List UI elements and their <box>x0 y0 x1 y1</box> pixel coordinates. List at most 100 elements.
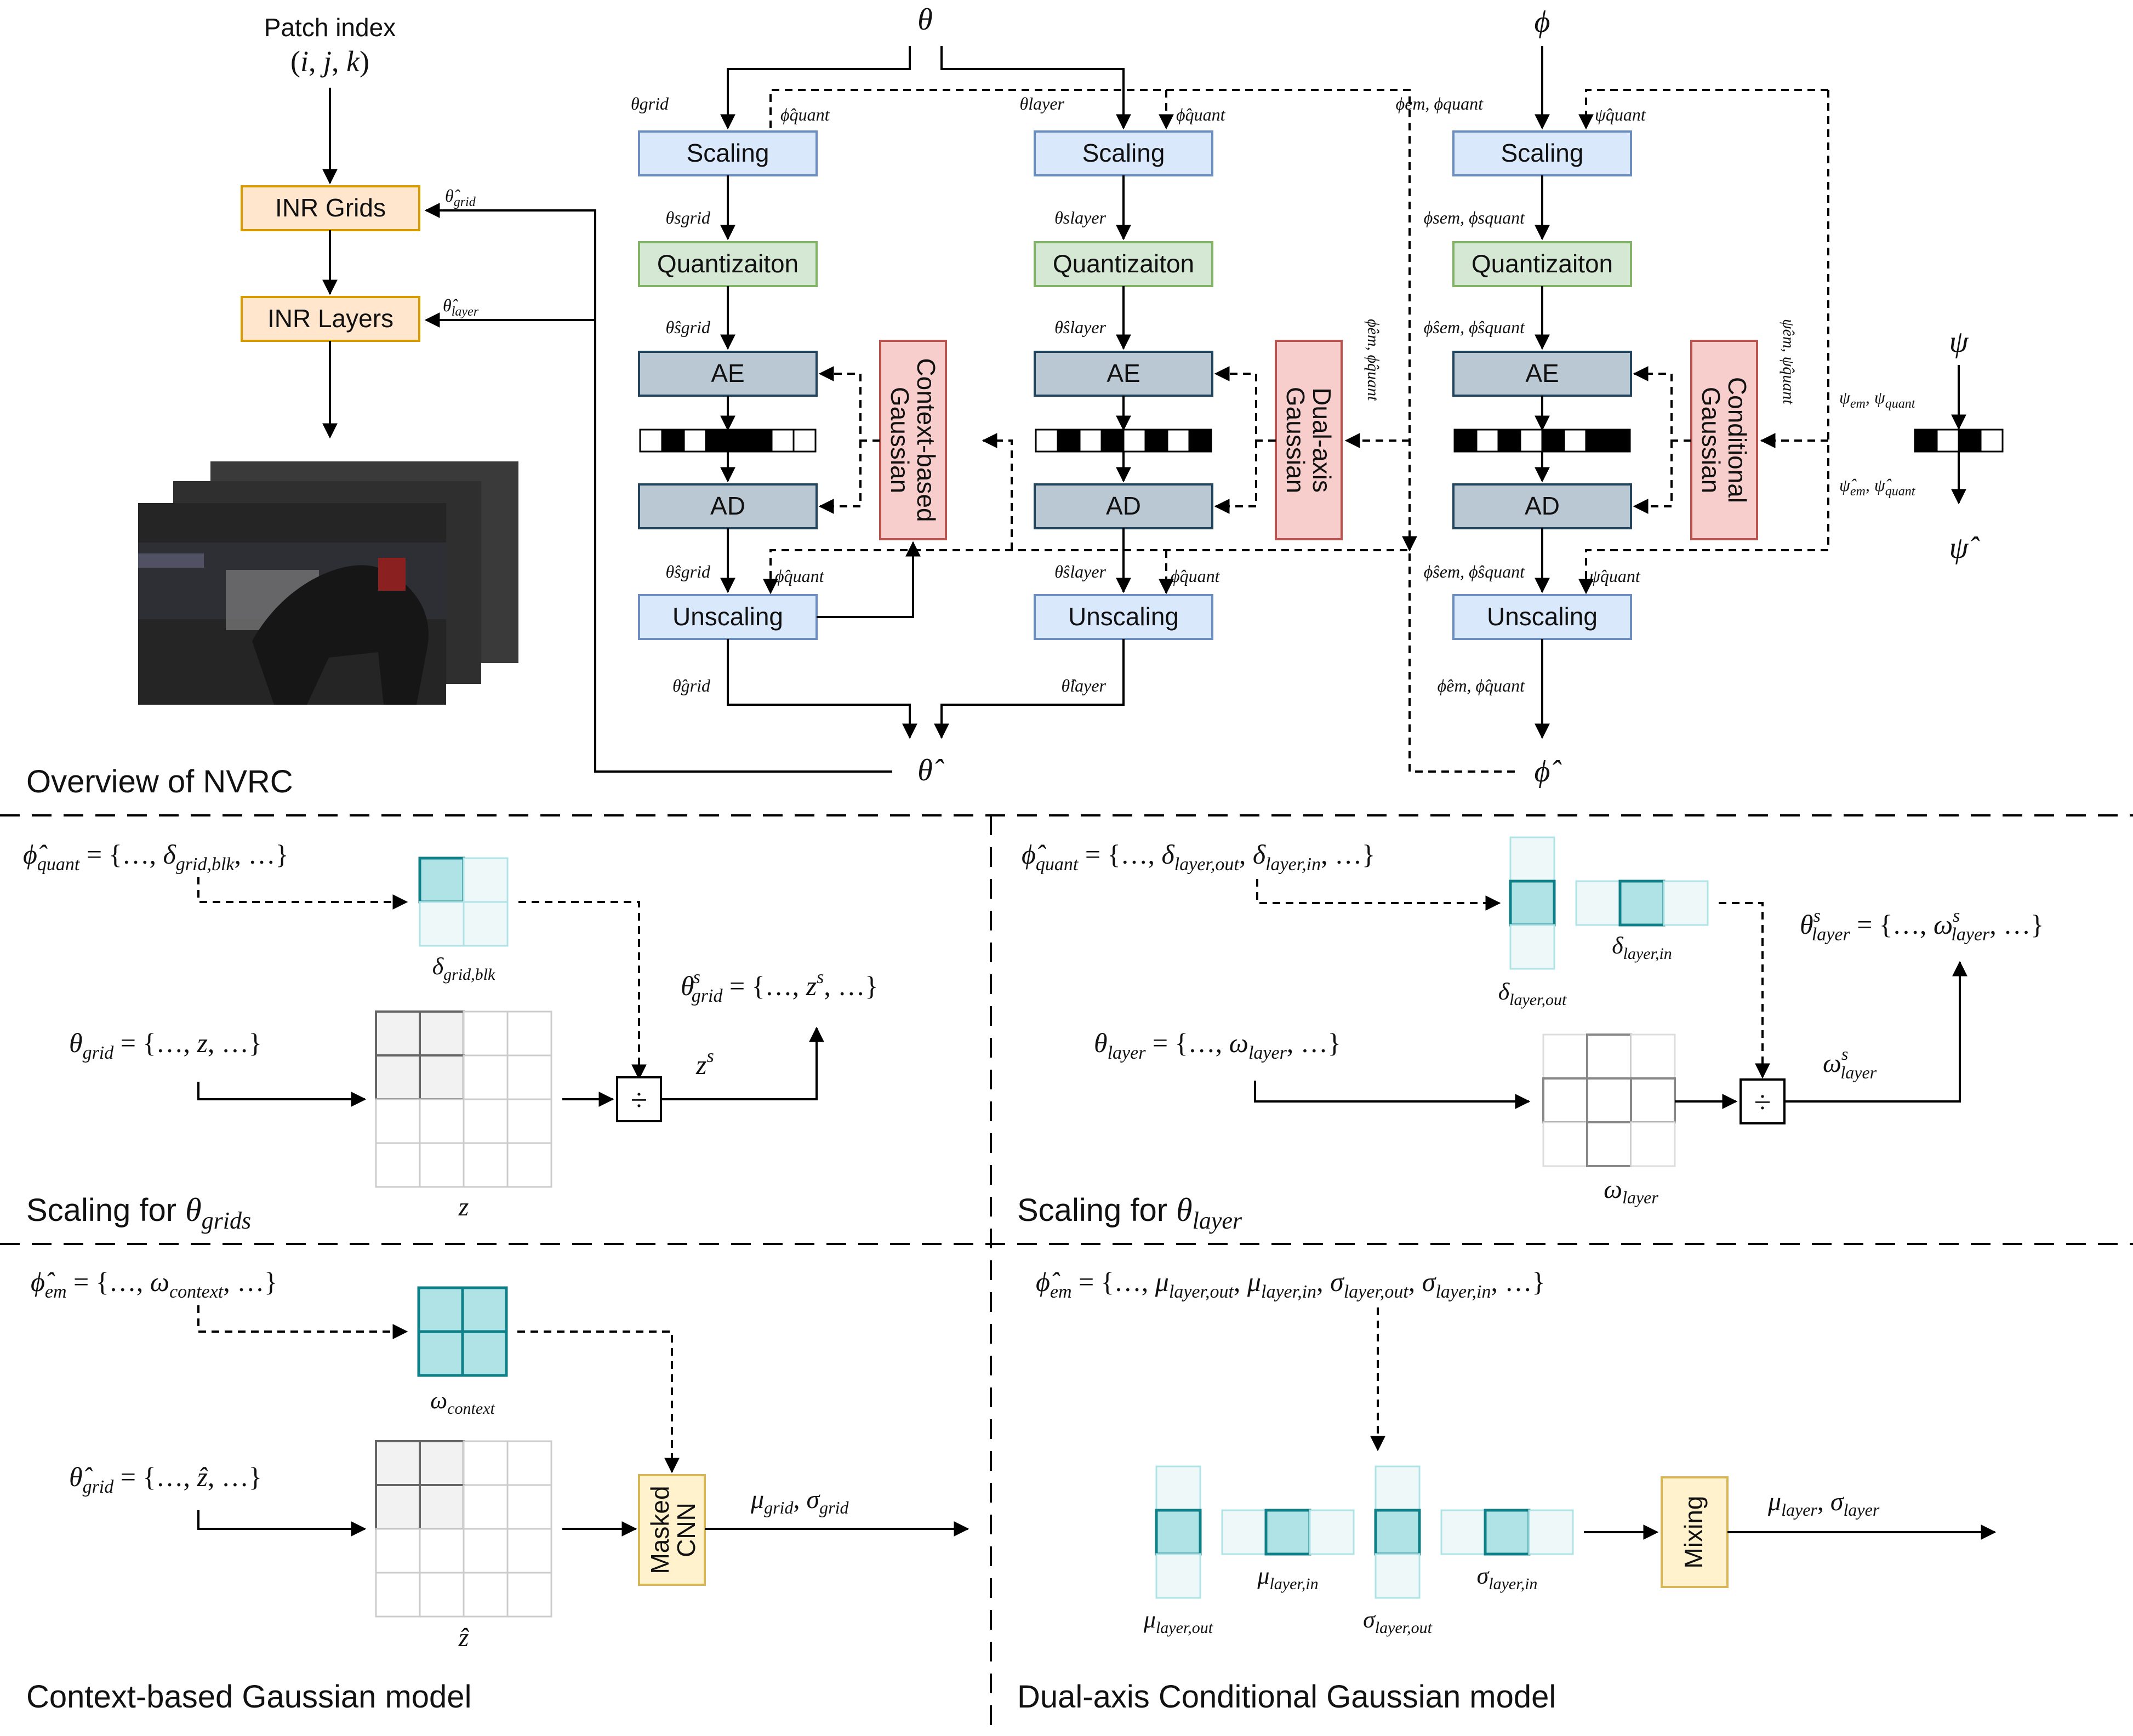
cg-theta-to-grid <box>197 1510 367 1537</box>
bitstream-cell <box>1166 429 1190 453</box>
grid-cell <box>506 1440 552 1486</box>
grid-cell <box>375 1528 421 1574</box>
ad-box <box>638 483 818 529</box>
sl-theta-def: θlayer = {…, ωlayer, …} <box>1094 1027 1341 1063</box>
unscale-side-label: ϕ̂quant <box>1171 566 1221 586</box>
bitstream-cell <box>705 429 729 453</box>
unscaling-box-label: Unscaling <box>1068 602 1179 631</box>
sl-theta-to-grid <box>1254 1081 1531 1109</box>
dg-sigma-out-grid <box>1374 1465 1421 1599</box>
dual-axis-gaussian-panel: ϕ̂em = {…, μlayer,out, μlayer,in, σlayer… <box>1017 1266 1997 1715</box>
grid-cell <box>506 1098 552 1144</box>
pipeline-column-1: ScalingQuantizaitonAEADUnscalingContext-… <box>631 94 947 695</box>
gaussian-box <box>879 340 947 540</box>
dg-mixing-label: Mixing <box>1679 1496 1708 1569</box>
sg-delta-feed <box>197 877 408 910</box>
bitstream-cell <box>661 429 685 453</box>
gauss-to-ae <box>1214 366 1276 442</box>
cg-theta-def: θ̂grid = {…, ẑ, …} <box>69 1461 262 1497</box>
sl-omega-label: ωlayer <box>1604 1175 1658 1207</box>
gauss-to-ad <box>1214 441 1257 514</box>
psi-bit-strip <box>1914 429 2004 453</box>
quantization-box-label: Quantizaiton <box>1472 249 1613 278</box>
grid-cell <box>506 1054 552 1100</box>
dg-mu-in-label: μlayer,in <box>1257 1562 1318 1593</box>
sl-phi-quant-def: ϕ̂quant = {…, δlayer,out, δlayer,in, …} <box>1022 839 1375 875</box>
theta-split-right <box>940 46 1131 130</box>
gaussian-box <box>1690 340 1758 540</box>
bitstream-cell <box>1188 429 1212 453</box>
grid-cell <box>375 1010 421 1057</box>
layer-out-merge <box>934 639 1125 739</box>
grid-cell <box>1586 1077 1632 1123</box>
ad-box <box>1034 483 1213 529</box>
bitstream-cell <box>792 429 817 453</box>
sg-div-out <box>661 1026 824 1100</box>
theta-hat-grid-label: θ̂grid <box>445 186 476 209</box>
video-frames-image <box>138 461 518 705</box>
grid-cell <box>506 1572 552 1618</box>
hat-s-label-2: ϕ̂sem, ϕ̂squant <box>1424 562 1525 581</box>
bitstream-cell <box>727 429 751 453</box>
cg-output: μgrid, σgrid <box>750 1485 849 1517</box>
sg-delta-to-div <box>518 901 647 1080</box>
grid-cell <box>375 1098 421 1144</box>
gauss-to-ad <box>1633 441 1673 514</box>
cg-masked-cnn-label: MaskedCNN <box>646 1486 700 1574</box>
cg-title: Context-based Gaussian model <box>26 1679 471 1715</box>
gauss-to-ad <box>818 441 862 514</box>
s-label: θslayer <box>1054 208 1106 227</box>
unscaling-box-label: Unscaling <box>672 602 783 631</box>
grid-cell <box>419 1484 465 1530</box>
hat-s-label: θ̂slayer <box>1054 317 1106 337</box>
sl-title: Scaling for θlayer <box>1017 1192 1242 1234</box>
bitstream-cell <box>1497 429 1521 453</box>
scaling-box <box>1452 130 1632 176</box>
grid-cell <box>375 1440 421 1486</box>
bitstream-cell <box>1144 429 1168 453</box>
grid-cell <box>419 1142 465 1188</box>
ae-box <box>1034 351 1213 397</box>
s-label: θsgrid <box>665 208 711 227</box>
pipeline-columns: ScalingQuantizaitonAEADUnscalingContext-… <box>631 94 1798 695</box>
dg-output: μlayer, σlayer <box>1767 1487 1880 1520</box>
overview-left: Patch index (i, j, k) INR Grids INR Laye… <box>138 13 892 773</box>
unscaling-box <box>1034 594 1213 640</box>
dg-mu-in-grid <box>1221 1509 1355 1556</box>
grid-cell <box>1542 1121 1588 1167</box>
grid-cell <box>506 1142 552 1188</box>
phi-em-to-gauss1 <box>982 433 1013 550</box>
hat-s-label-2: θ̂sgrid <box>665 562 711 581</box>
sl-delta-feed <box>1256 879 1501 911</box>
gauss-to-ae <box>818 366 880 442</box>
cg-zhat-label: ẑ <box>458 1623 469 1652</box>
unscale-to-context-gauss <box>817 541 921 618</box>
grid-cell <box>463 1142 509 1188</box>
bitstream-cell <box>1475 429 1499 453</box>
ae-box-label: AE <box>1525 359 1559 387</box>
grid-out-merge <box>727 639 917 739</box>
sl-delta-in-grid <box>1575 880 1709 927</box>
cg-phi-em-def: ϕ̂em = {…, ωcontext, …} <box>31 1266 277 1302</box>
ae-box <box>1452 351 1632 397</box>
sg-delta-grid <box>418 856 509 947</box>
grid-cell <box>1630 1121 1676 1167</box>
grid-cell <box>463 1010 509 1057</box>
theta-hat-return-line <box>424 203 892 773</box>
psi-hat-label: ψ̂ <box>1949 531 1980 565</box>
in-label: θlayer <box>1020 94 1065 113</box>
sl-delta-to-div <box>1719 902 1770 1079</box>
psi-hat-feed <box>1578 549 1828 595</box>
hat-s-label: θ̂sgrid <box>665 317 711 337</box>
bitstream-cell <box>639 429 663 453</box>
bitstream-cell <box>683 429 707 453</box>
quantization-box-label: Quantizaiton <box>1053 249 1194 278</box>
gaussian-box-label: ConditionalGaussian <box>1697 377 1752 503</box>
dg-sigma-out-label: σlayer,out <box>1363 1606 1433 1637</box>
bitstream-cell <box>1563 429 1587 453</box>
hat-s-label-2: θ̂slayer <box>1054 562 1106 581</box>
gaussian-box <box>1275 340 1343 540</box>
sl-omega-grid <box>1542 1033 1676 1167</box>
context-gaussian-panel: ϕ̂em = {…, ωcontext, …} ωcontext θ̂grid … <box>26 1266 969 1715</box>
